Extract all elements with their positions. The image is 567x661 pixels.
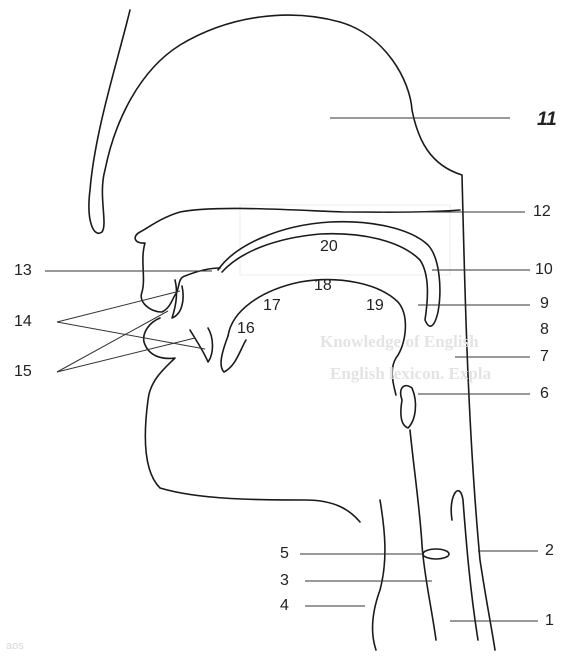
- label-20: 20: [320, 239, 338, 255]
- label-2: 2: [545, 543, 554, 559]
- label-1: 1: [545, 613, 554, 629]
- label-9: 9: [540, 296, 549, 312]
- larynx-front: [410, 430, 436, 640]
- label-4: 4: [280, 598, 289, 614]
- neck-front: [373, 500, 385, 650]
- esophagus: [451, 491, 478, 640]
- label-3: 3: [280, 573, 289, 589]
- bleed-text-1: Knowledge of English: [320, 332, 479, 352]
- leader-15a: [57, 311, 168, 372]
- floor-of-mouth: [221, 336, 246, 372]
- label-14: 14: [14, 314, 32, 330]
- lower-teeth: [190, 328, 213, 362]
- label-7: 7: [540, 349, 549, 365]
- label-16: 16: [237, 321, 255, 337]
- label-18: 18: [314, 278, 332, 294]
- epiglottis: [401, 386, 416, 428]
- bleed-text-2: English lexicon. Expla: [330, 364, 491, 384]
- leader-14a: [57, 291, 180, 322]
- label-15: 15: [14, 364, 32, 380]
- label-11: 11: [537, 110, 557, 129]
- corner-mark: aos: [6, 640, 24, 652]
- label-8: 8: [540, 322, 549, 338]
- label-12: 12: [533, 204, 551, 220]
- skull-outline: [89, 10, 495, 650]
- scan-artifact: [240, 205, 450, 275]
- label-5: 5: [280, 546, 289, 562]
- label-10: 10: [535, 262, 553, 278]
- leader-14b: [57, 322, 205, 349]
- label-19: 19: [366, 298, 384, 314]
- label-13: 13: [14, 263, 32, 279]
- label-6: 6: [540, 386, 549, 402]
- vocal-folds: [423, 549, 449, 559]
- leader-15b: [57, 338, 195, 372]
- label-17: 17: [263, 298, 281, 314]
